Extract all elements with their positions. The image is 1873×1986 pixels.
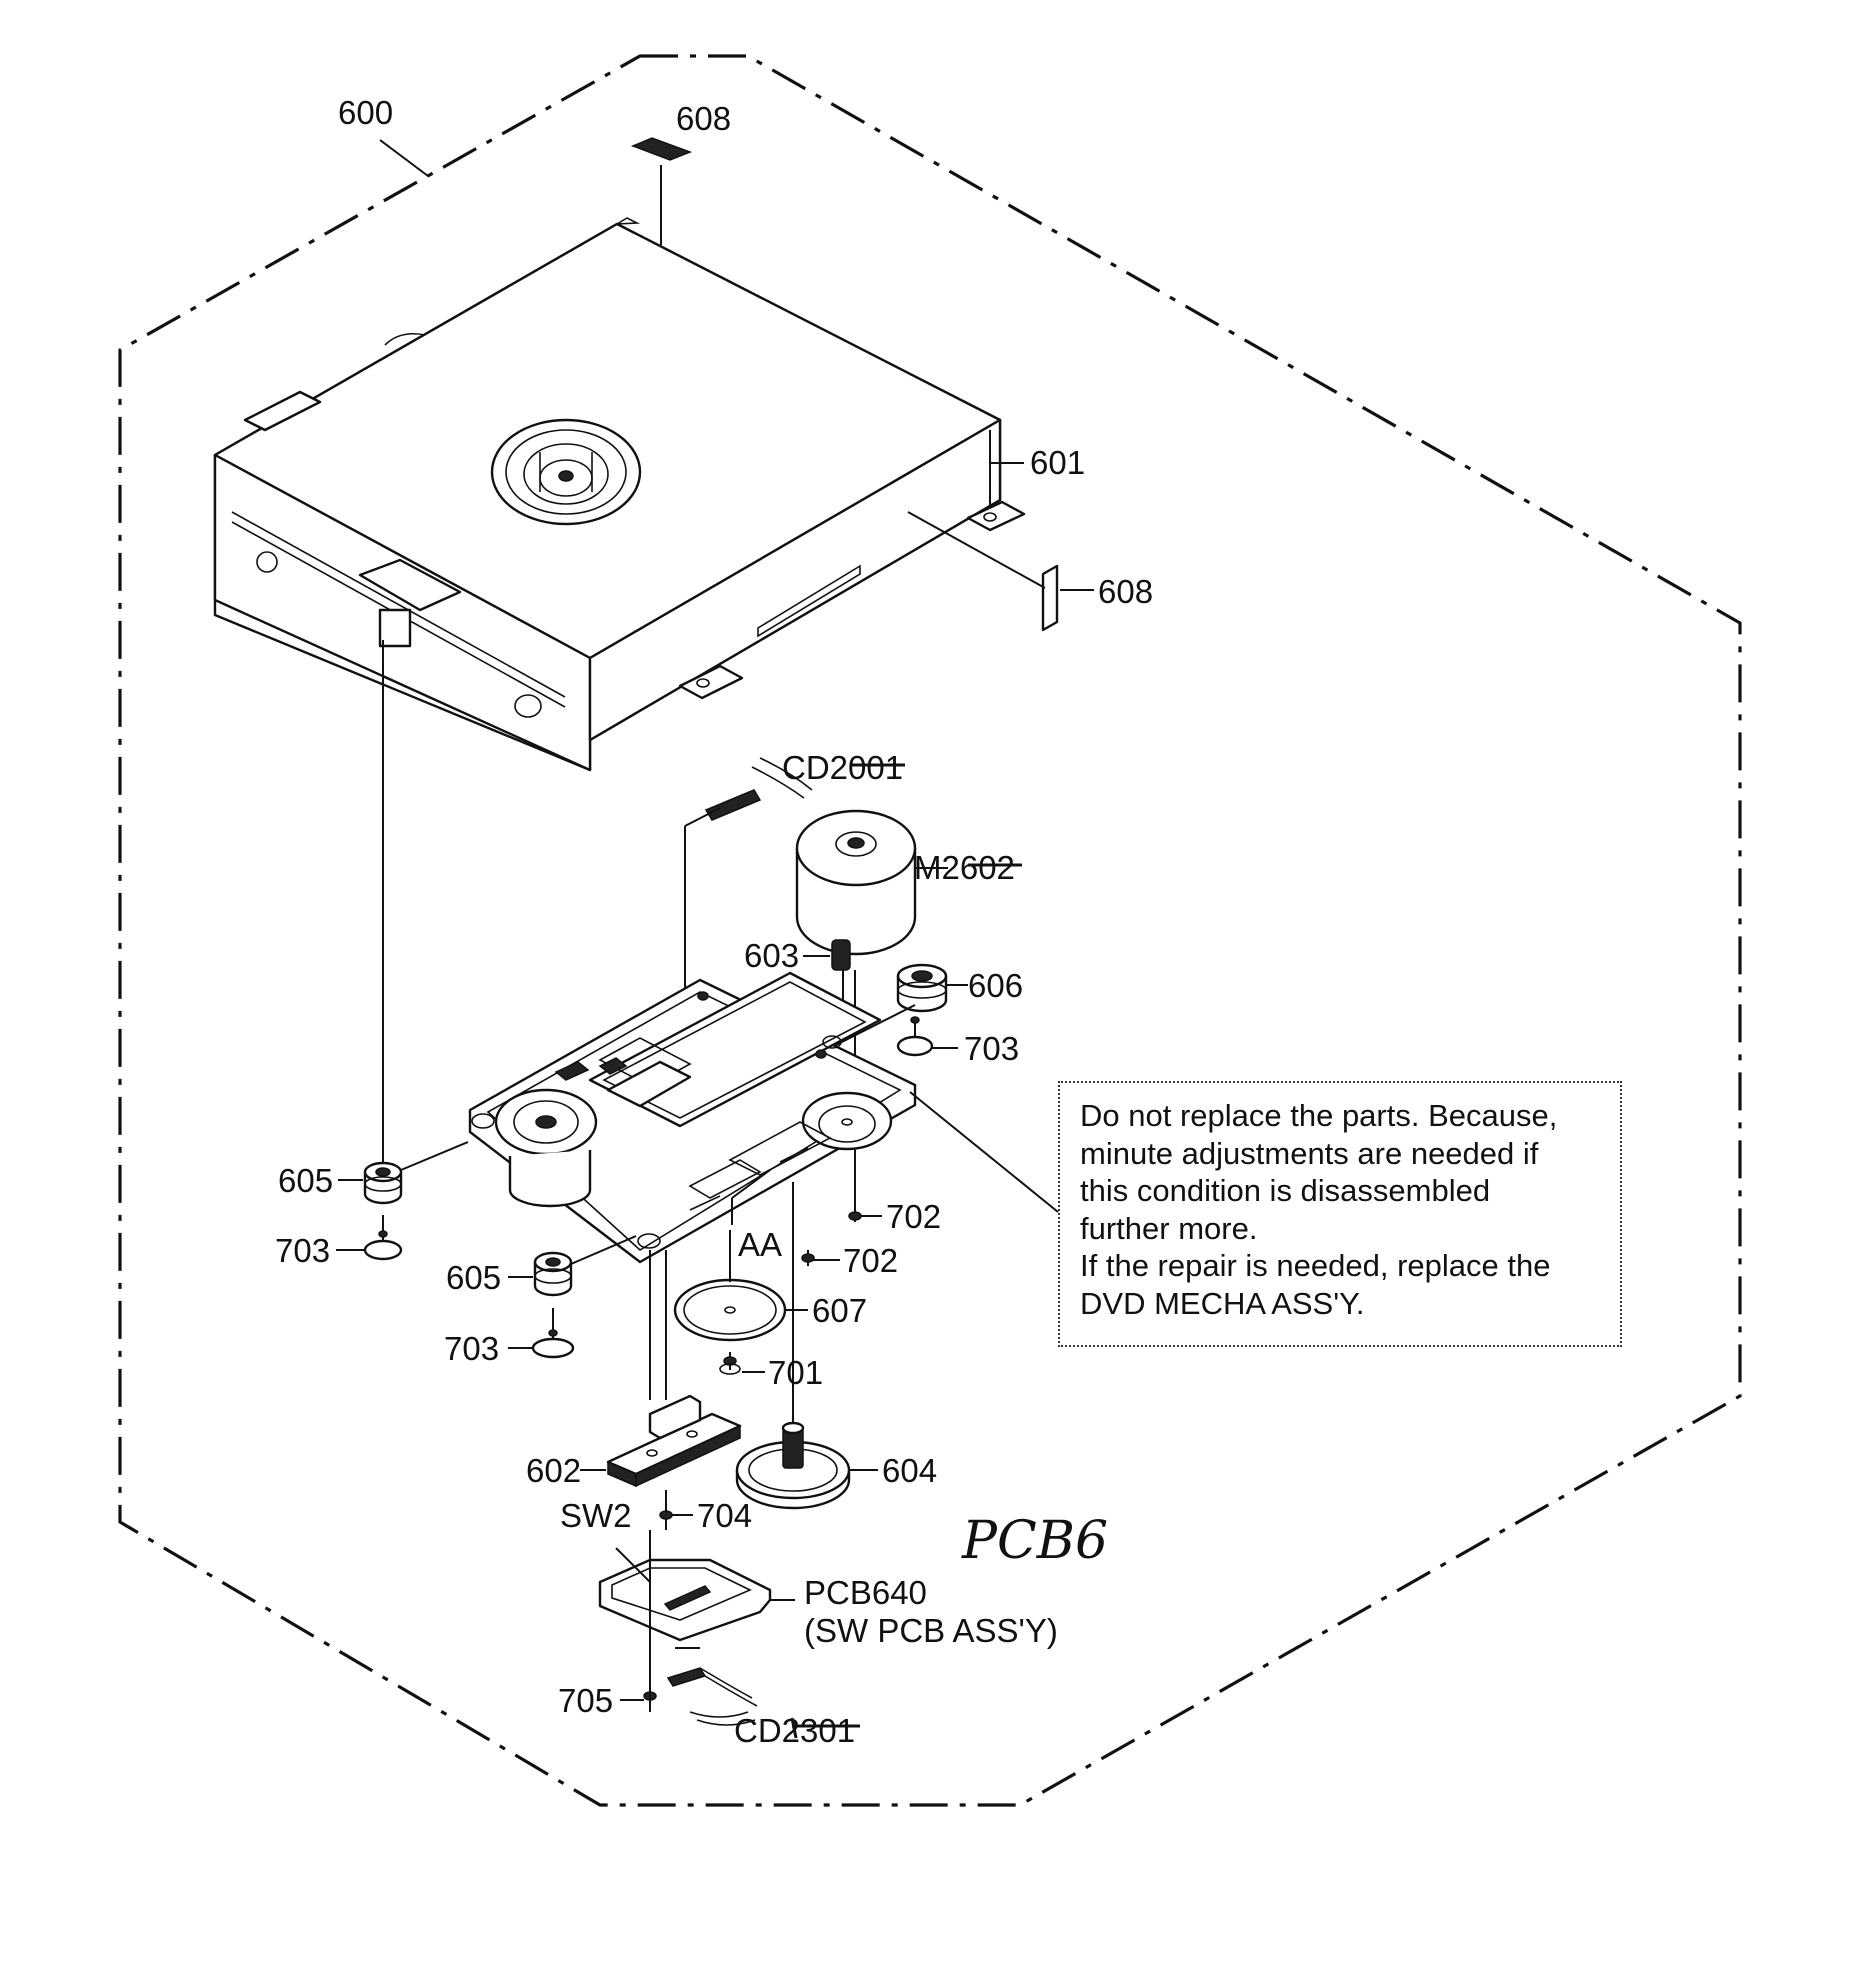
leader-608-side-drop [907,511,1046,589]
label-605-center: 605 [446,1259,501,1296]
note-line-1: Do not replace the parts. Because, [1080,1098,1558,1133]
svg-text:CD2001: CD2001 [782,749,903,786]
screw-702-b [801,1250,840,1266]
screw-702-a [848,1210,882,1222]
spring [803,939,851,971]
label-m2602: M2602 [914,849,1022,886]
label-704: 704 [697,1497,752,1534]
label-702-b: 702 [843,1242,898,1279]
label-pcb640: PCB640 [804,1574,927,1611]
note-line-6: DVD MECHA ASS'Y. [1080,1285,1365,1321]
label-701: 701 [768,1354,823,1391]
label-604: 604 [882,1452,937,1489]
gear-disc [673,1230,808,1342]
label-sw2: SW2 [560,1497,632,1534]
screw-703-center [508,1308,575,1359]
label-600: 600 [338,94,393,131]
screw-703-left [336,1215,403,1261]
warning-note: Do not replace the parts. Because, minut… [1058,1081,1622,1347]
screw-703-right [896,1016,958,1057]
leader-600 [379,139,429,177]
note-leader [909,1091,1059,1213]
label-705: 705 [558,1682,613,1719]
sw-pcb [598,1530,795,1690]
label-603: 603 [744,937,799,974]
screw-704 [659,1490,693,1530]
sled-motor [795,809,948,1015]
damper-left [338,1141,469,1205]
label-702-a: 702 [886,1198,941,1235]
handwritten-note: PCB6 [961,1511,1108,1571]
label-608-top: 608 [676,100,731,137]
turntable [735,1421,878,1510]
label-sw-pcb-assy: (SW PCB ASS'Y) [804,1612,1058,1649]
switch-holder [580,1394,742,1488]
label-aa: AA [738,1226,782,1263]
label-sticker-side [1041,564,1094,632]
label-703-left: 703 [275,1232,330,1269]
assembly-boundary [118,54,1742,1807]
label-605-left: 605 [278,1162,333,1199]
label-sticker-top [630,137,693,245]
label-cd2301: CD2301 [734,1712,860,1749]
note-line-2: minute adjustments are needed if [1080,1135,1539,1171]
label-607: 607 [812,1292,867,1329]
screw-701 [719,1352,765,1375]
note-line-5: If the repair is needed, replace the [1080,1248,1551,1283]
traverse-base [468,971,917,1264]
mecha-chassis [213,217,1026,772]
damper-center [508,1235,637,1297]
label-cd2001: CD2001 [782,749,905,786]
label-703-center: 703 [444,1330,499,1367]
label-602: 602 [526,1452,581,1489]
note-line-4: further more. [1080,1210,1258,1246]
label-601: 601 [1030,444,1085,481]
svg-text:M2602: M2602 [914,849,1015,886]
note-line-3: this condition is disassembled [1080,1173,1491,1208]
label-703-right: 703 [964,1030,1019,1067]
flex-cable-bottom [666,1667,758,1726]
screw-705 [620,1690,657,1712]
label-606: 606 [968,967,1023,1004]
aa-leader [731,1169,771,1199]
label-608-side: 608 [1098,573,1153,610]
damper-right [829,963,968,1049]
